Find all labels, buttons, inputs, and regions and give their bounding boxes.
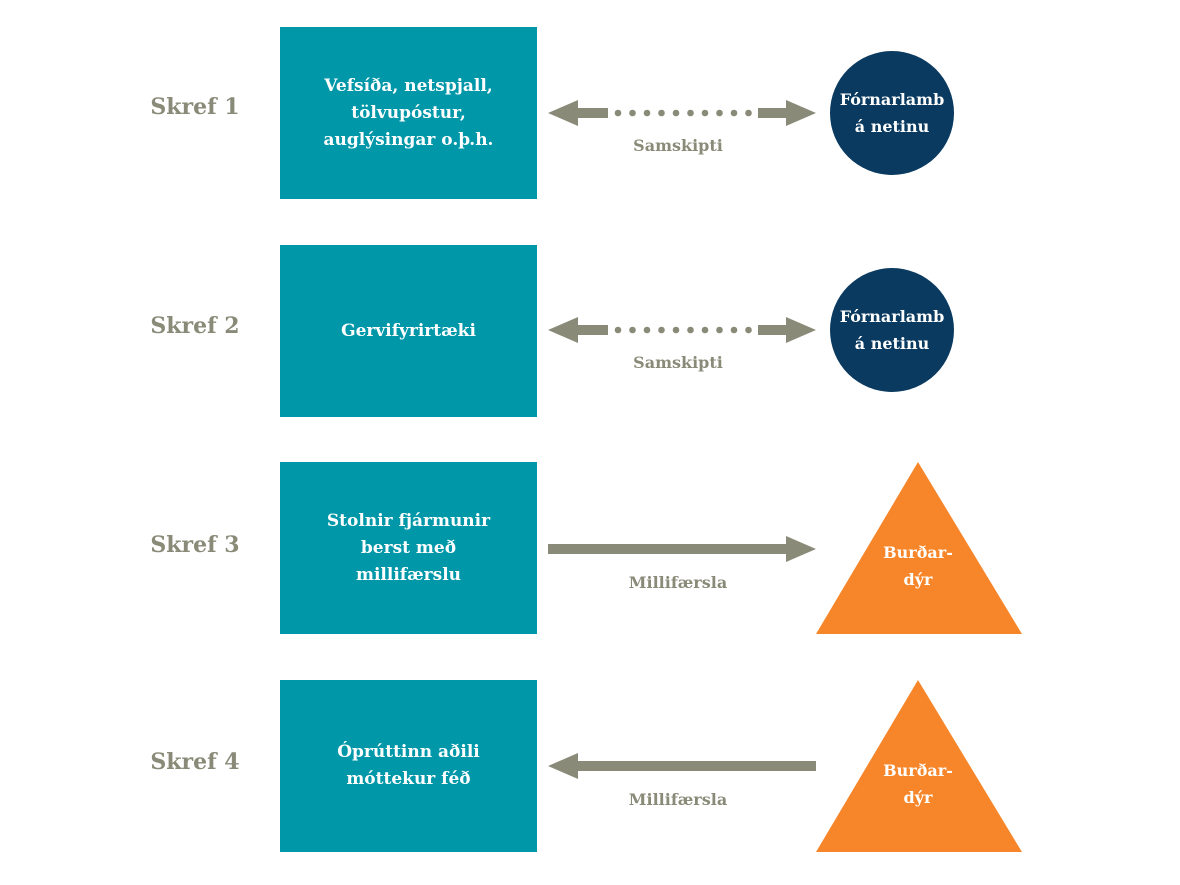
bidirectional-dotted-arrow-1 bbox=[548, 100, 816, 126]
arrow-dot bbox=[687, 109, 694, 117]
arrow-dot bbox=[701, 109, 709, 117]
box-text-line: Gervifyrirtæki bbox=[341, 320, 476, 341]
fake-company-box: Gervifyrirtæki bbox=[280, 245, 537, 417]
arrow-dot bbox=[716, 109, 723, 117]
mule-triangle-3 bbox=[816, 462, 1022, 634]
channel-box: Vefsíða, netspjall, tölvupóstur, auglýsi… bbox=[280, 27, 537, 199]
left-arrow-4 bbox=[548, 753, 816, 779]
step-label-3: Skref 3 bbox=[150, 532, 240, 558]
mule-label-3: Burðar- dýr bbox=[858, 539, 978, 593]
step-label-1: Skref 1 bbox=[150, 94, 240, 120]
box-text-line: berst með bbox=[360, 537, 457, 558]
fraudster-box: Óprúttinn aðili móttekur féð bbox=[280, 680, 537, 852]
arrow-dot bbox=[614, 109, 622, 117]
arrow-dot bbox=[687, 326, 694, 334]
right-arrow-3 bbox=[548, 536, 816, 562]
box-text-line: móttekur féð bbox=[346, 769, 471, 789]
victim-circle-1 bbox=[830, 51, 954, 175]
arrow-label-3: Millifærsla bbox=[628, 573, 728, 592]
arrow-dot bbox=[643, 326, 651, 334]
mule-text-line: Burðar- bbox=[883, 761, 953, 780]
arrow-dot bbox=[629, 109, 636, 117]
bidirectional-dotted-arrow-2 bbox=[548, 317, 816, 343]
arrow-dot bbox=[614, 326, 622, 334]
box-text-line: Óprúttinn aðili bbox=[337, 742, 480, 762]
arrow-label-2: Samskipti bbox=[633, 353, 723, 372]
arrow-dot bbox=[701, 326, 709, 334]
victim-circle-2 bbox=[830, 268, 954, 392]
arrow-label-4: Millifærsla bbox=[628, 790, 728, 809]
arrow-dot bbox=[745, 326, 752, 334]
arrow-dot bbox=[658, 326, 665, 334]
mule-text-line: dýr bbox=[903, 570, 933, 589]
mule-triangle-4 bbox=[816, 680, 1022, 852]
arrow-dot bbox=[643, 109, 651, 117]
victim-label-1: Fórnarlamb á netinu bbox=[830, 86, 954, 140]
box-text-line: auglýsingar o.þ.h. bbox=[323, 129, 494, 150]
arrow-dot bbox=[716, 326, 723, 334]
step-label-4: Skref 4 bbox=[150, 749, 240, 775]
mule-text-line: dýr bbox=[903, 788, 933, 807]
stolen-funds-box: Stolnir fjármunir berst með millifærslu bbox=[280, 462, 537, 634]
victim-text-line: Fórnarlamb bbox=[839, 307, 945, 326]
arrow-dot bbox=[658, 109, 665, 117]
victim-label-2: Fórnarlamb á netinu bbox=[830, 303, 954, 357]
box-text-line: Vefsíða, netspjall, bbox=[324, 75, 493, 96]
arrow-dot bbox=[730, 326, 738, 334]
arrow-dot bbox=[730, 109, 738, 117]
box-text-line: Stolnir fjármunir bbox=[326, 510, 491, 531]
step-label-2: Skref 2 bbox=[150, 313, 240, 339]
arrow-dot bbox=[672, 326, 680, 334]
box-text-line: millifærslu bbox=[355, 564, 462, 585]
arrow-label-1: Samskipti bbox=[633, 136, 723, 155]
victim-text-line: Fórnarlamb bbox=[839, 90, 945, 109]
arrow-dot bbox=[672, 109, 680, 117]
box-text-line: tölvupóstur, bbox=[351, 102, 466, 123]
victim-text-line: á netinu bbox=[854, 117, 930, 136]
arrow-dot bbox=[629, 326, 636, 334]
mule-text-line: Burðar- bbox=[883, 543, 953, 562]
victim-text-line: á netinu bbox=[854, 334, 930, 353]
arrow-dot bbox=[745, 109, 752, 117]
mule-label-4: Burðar- dýr bbox=[858, 757, 978, 811]
